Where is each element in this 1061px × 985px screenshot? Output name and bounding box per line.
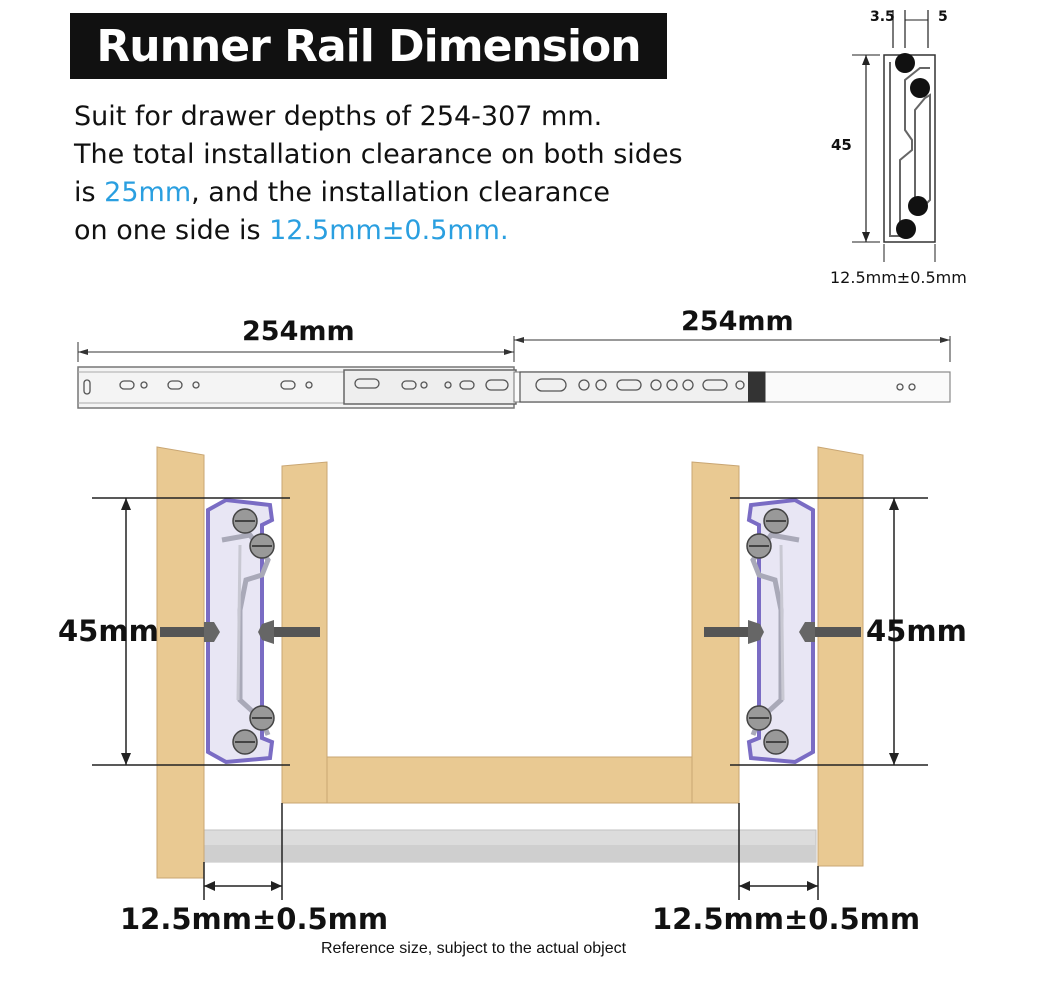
drawer-bottom-shade bbox=[204, 845, 816, 862]
cabinet-side-right bbox=[817, 446, 864, 867]
left-runner-profile bbox=[206, 497, 275, 765]
arrow-head bbox=[121, 498, 131, 510]
profile-outline bbox=[883, 54, 936, 243]
arrow-head bbox=[78, 349, 88, 355]
arrow-head bbox=[807, 881, 818, 891]
intro-text: Suit for drawer depths of 254-307 mm. Th… bbox=[74, 98, 794, 250]
profile-clearance: 12.5mm±0.5mm bbox=[830, 268, 967, 287]
rail-closed-length: 254mm bbox=[242, 316, 355, 347]
profile-inner-member bbox=[889, 62, 930, 237]
rail-extension-length: 254mm bbox=[681, 306, 794, 337]
right-runner-profile bbox=[746, 497, 815, 765]
screw-right-inner bbox=[704, 620, 764, 644]
drawer-bottom-board bbox=[326, 756, 693, 804]
right-clearance-label: 12.5mm±0.5mm bbox=[652, 902, 921, 936]
intro-line-4-pre: on one side is bbox=[74, 215, 270, 246]
intro-line-4: on one side is 12.5mm±0.5mm. bbox=[74, 212, 794, 250]
arrow-head bbox=[889, 753, 899, 765]
intro-line-3-pre: is bbox=[74, 177, 105, 208]
arrow-head bbox=[121, 753, 131, 765]
arrow-head bbox=[739, 881, 750, 891]
intro-line-1: Suit for drawer depths of 254-307 mm. bbox=[74, 101, 603, 132]
rail-stop bbox=[748, 372, 765, 402]
bearing-ball bbox=[895, 53, 915, 73]
bearing-ball bbox=[910, 78, 930, 98]
screw-right-outer bbox=[799, 622, 861, 642]
arrow-head bbox=[271, 881, 282, 891]
page-title: Runner Rail Dimension bbox=[70, 13, 667, 79]
profile-dim-a: 3.5 bbox=[870, 9, 895, 25]
profile-dim-b: 5 bbox=[938, 9, 948, 25]
total-clearance-value: 25mm bbox=[104, 177, 192, 208]
arrow-head bbox=[204, 881, 215, 891]
cabinet-side-left bbox=[156, 446, 205, 879]
left-height-label: 45mm bbox=[58, 614, 159, 648]
arrow-head bbox=[504, 349, 514, 355]
arrow-head bbox=[889, 498, 899, 510]
rail-holes bbox=[83, 378, 916, 395]
profile-height: 45 bbox=[831, 136, 852, 154]
ball-cage bbox=[519, 371, 766, 403]
intro-line-2: The total installation clearance on both… bbox=[74, 139, 683, 170]
middle-rail bbox=[343, 369, 517, 405]
screw-left-inner bbox=[258, 620, 320, 644]
intro-line-3-post: , and the installation clearance bbox=[191, 177, 610, 208]
screw-left-outer bbox=[160, 622, 220, 642]
bearing-ball bbox=[908, 196, 928, 216]
arrow-head bbox=[514, 337, 524, 343]
bearing-ball bbox=[896, 219, 916, 239]
footnote: Reference size, subject to the actual ob… bbox=[321, 940, 627, 957]
right-height-label: 45mm bbox=[866, 614, 967, 648]
arrow-head bbox=[862, 55, 870, 65]
intro-line-3: is 25mm, and the installation clearance bbox=[74, 174, 794, 212]
arrow-head bbox=[862, 232, 870, 242]
left-clearance-label: 12.5mm±0.5mm bbox=[120, 902, 389, 936]
single-side-clearance-value: 12.5mm±0.5mm. bbox=[269, 215, 509, 246]
arrow-head bbox=[940, 337, 950, 343]
